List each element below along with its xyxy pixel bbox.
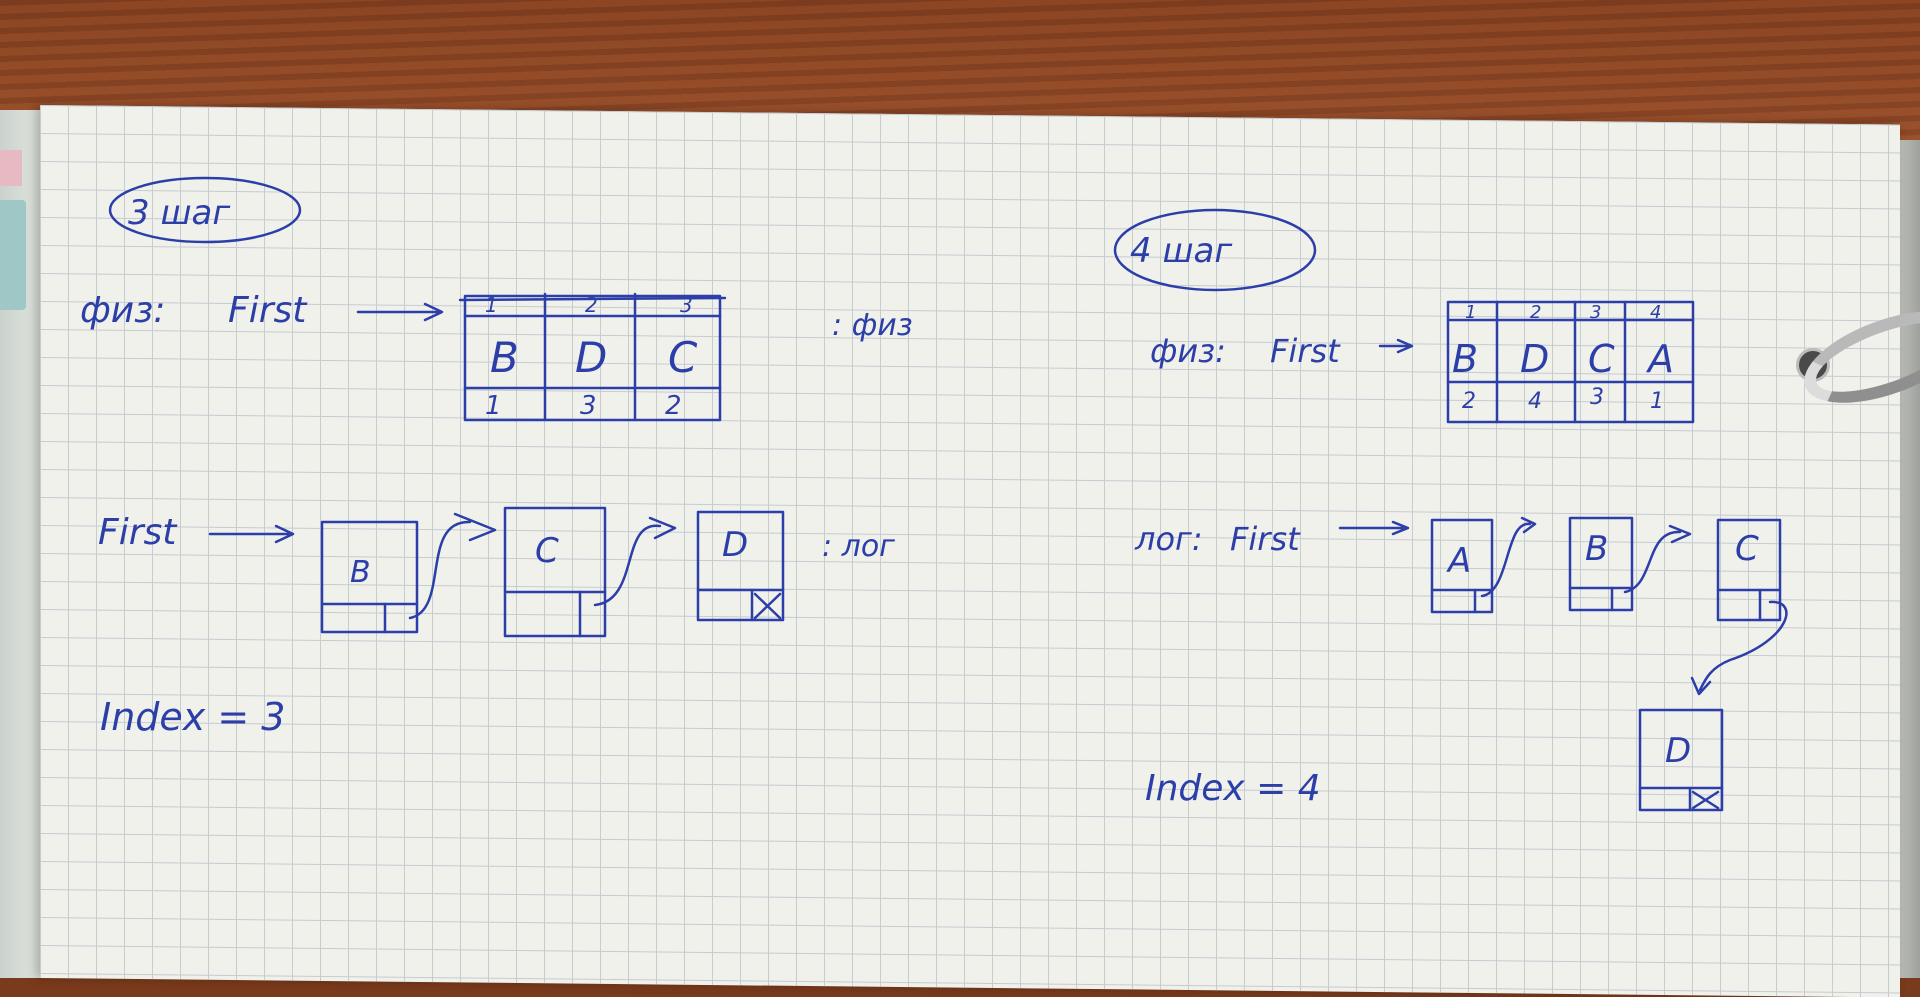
array-index-left-2: 2	[585, 293, 598, 317]
list-node-left-1: B	[350, 555, 371, 590]
step-label-right: 4 шаг	[1130, 231, 1233, 271]
array-link-left-1: 1	[485, 391, 502, 421]
index-text-right: Index = 4	[1145, 768, 1321, 809]
array-first-label-left: First	[228, 290, 308, 331]
array-value-right-2: D	[1520, 337, 1549, 381]
array-value-left-2: D	[575, 333, 607, 382]
list-prefix-right: лог:	[1134, 520, 1203, 558]
array-index-right-4: 4	[1650, 302, 1661, 323]
list-node-right-1: A	[1446, 541, 1471, 581]
array-link-right-4: 1	[1650, 389, 1664, 414]
array-prefix-left: физ:	[80, 290, 165, 331]
step-label-circle-left	[108, 176, 302, 244]
index-text-left: Index = 3	[100, 695, 285, 739]
array-value-right-1: B	[1452, 337, 1478, 381]
array-prefix-right: физ:	[1150, 332, 1226, 370]
list-link-arrow-left-1	[408, 512, 497, 620]
array-suffix-left: : физ	[832, 308, 913, 343]
list-link-arrow-right-3	[1690, 600, 1788, 696]
list-node-box-right-1	[1430, 518, 1494, 614]
array-index-right-3: 3	[1590, 302, 1601, 323]
array-table-right	[1446, 300, 1695, 424]
step-label-circle-right	[1113, 208, 1317, 292]
divider-tab-pink	[0, 150, 22, 186]
array-value-right-3: C	[1588, 337, 1615, 381]
list-node-left-3: D	[722, 525, 748, 565]
array-index-right-2: 2	[1530, 302, 1541, 323]
array-link-right-1: 2	[1462, 389, 1476, 414]
array-link-right-3: 3	[1590, 385, 1604, 410]
binder-hole	[1796, 348, 1830, 382]
array-first-arrow-left	[356, 302, 444, 322]
list-node-box-right-2	[1568, 516, 1634, 612]
list-node-box-left-2	[503, 506, 607, 638]
list-suffix-left: : лог	[822, 529, 895, 564]
list-first-label-right: First	[1230, 520, 1301, 558]
list-node-box-left-1	[320, 520, 419, 634]
divider-tab-teal	[0, 200, 26, 310]
list-first-label-left: First	[98, 512, 178, 553]
array-value-right-4: A	[1645, 337, 1674, 381]
list-node-right-4: D	[1665, 731, 1691, 771]
array-table-left	[463, 294, 722, 422]
array-index-left-1: 1	[485, 293, 498, 317]
array-link-right-2: 4	[1528, 389, 1542, 414]
array-link-left-3: 2	[665, 391, 682, 421]
list-node-left-2: C	[535, 531, 559, 571]
array-index-right-1: 1	[1465, 302, 1476, 323]
array-first-label-right: First	[1270, 332, 1341, 370]
null-x-icon-left	[753, 592, 782, 620]
list-link-arrow-right-2	[1623, 524, 1692, 594]
list-node-box-left-3	[696, 510, 785, 622]
list-node-box-right-3	[1716, 518, 1782, 622]
list-node-right-3: C	[1735, 529, 1759, 569]
array-value-left-1: B	[490, 333, 519, 382]
array-value-left-3: C	[668, 333, 698, 382]
step-label-left: 3 шаг	[128, 193, 231, 233]
array-index-left-3: 3	[680, 293, 693, 317]
null-x-icon-right	[1691, 790, 1720, 810]
list-first-arrow-left	[208, 524, 295, 544]
list-node-right-2: B	[1585, 529, 1608, 569]
array-link-left-2: 3	[580, 391, 597, 421]
list-link-arrow-right-1	[1480, 516, 1537, 598]
list-first-arrow-right	[1338, 520, 1410, 536]
list-node-box-right-4	[1638, 708, 1724, 812]
array-first-arrow-right	[1378, 338, 1414, 354]
list-link-arrow-left-2	[593, 516, 677, 607]
